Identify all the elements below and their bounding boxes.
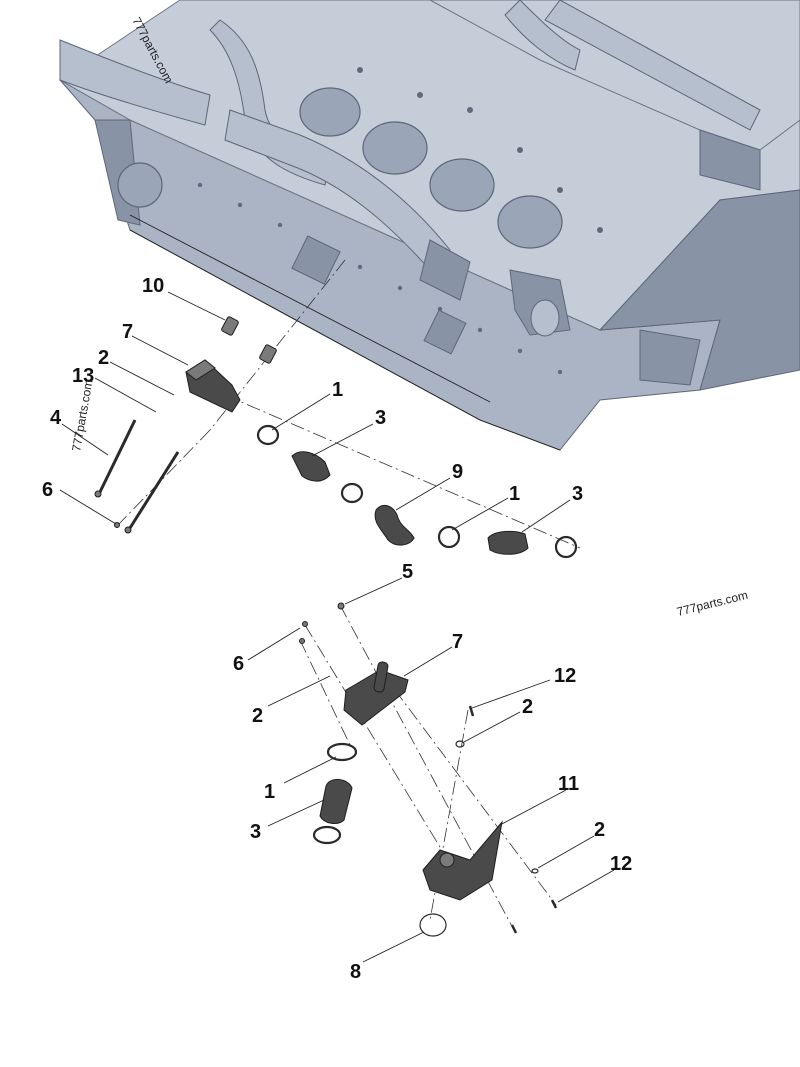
callout-4: 4 — [50, 407, 62, 429]
hose-3b — [487, 530, 529, 555]
clamp-1f — [312, 825, 342, 845]
callout-2-top: 2 — [98, 347, 109, 369]
callout-1-b: 1 — [509, 483, 520, 505]
callout-13: 13 — [72, 365, 94, 387]
watermark-right: 777parts.com — [675, 588, 749, 619]
sleeve-10b — [259, 344, 277, 364]
engine-block — [59, 0, 800, 451]
hose-3a — [291, 451, 331, 482]
clamp-1b — [340, 482, 364, 504]
pin-6 — [302, 621, 308, 627]
callout-6-bot: 6 — [233, 653, 244, 675]
callout-10: 10 — [142, 275, 164, 297]
sleeve-10 — [221, 316, 239, 336]
clamp-1c — [437, 525, 461, 549]
lower-mount-parts — [299, 602, 558, 937]
hose-3c — [319, 779, 353, 824]
clamp-1e — [326, 742, 358, 762]
callout-1-a: 1 — [332, 379, 343, 401]
clamp-1d — [554, 535, 578, 559]
callout-7-bot: 7 — [452, 631, 463, 653]
block-pipes — [59, 0, 761, 337]
long-bolt-4b — [128, 451, 180, 529]
callout-12-a: 12 — [554, 665, 576, 687]
washer-2a — [455, 740, 465, 748]
screw-5 — [337, 602, 345, 610]
o-ring-8 — [419, 913, 447, 937]
block-holes — [197, 67, 603, 375]
long-bolt-4 — [98, 419, 137, 493]
callout-3-a: 3 — [375, 407, 386, 429]
leader-lines — [59, 291, 615, 963]
callout-2-low: 2 — [594, 819, 605, 841]
callout-3-b: 3 — [572, 483, 583, 505]
pin-6b — [299, 638, 305, 644]
callout-2-mid: 2 — [252, 705, 263, 727]
watermark-left: 777parts.com — [69, 378, 95, 452]
callout-8: 8 — [350, 961, 361, 983]
callout-labels: 10 7 2 13 4 6 1 3 9 1 3 5 7 6 2 12 2 1 3… — [42, 275, 632, 983]
callout-3-c: 3 — [250, 821, 261, 843]
clamp-1a — [256, 424, 280, 446]
washer-2b — [531, 868, 539, 874]
callout-11: 11 — [558, 773, 579, 795]
upper-connection-parts — [94, 316, 578, 559]
elbow-9 — [374, 505, 415, 546]
callout-1-c: 1 — [264, 781, 275, 803]
callout-2-right: 2 — [522, 696, 533, 718]
callout-12-b: 12 — [610, 853, 632, 875]
bracket-11 — [422, 820, 503, 901]
callout-5: 5 — [402, 561, 413, 583]
callout-6-top: 6 — [42, 479, 53, 501]
callout-9: 9 — [452, 461, 463, 483]
callout-7-top: 7 — [122, 321, 133, 343]
